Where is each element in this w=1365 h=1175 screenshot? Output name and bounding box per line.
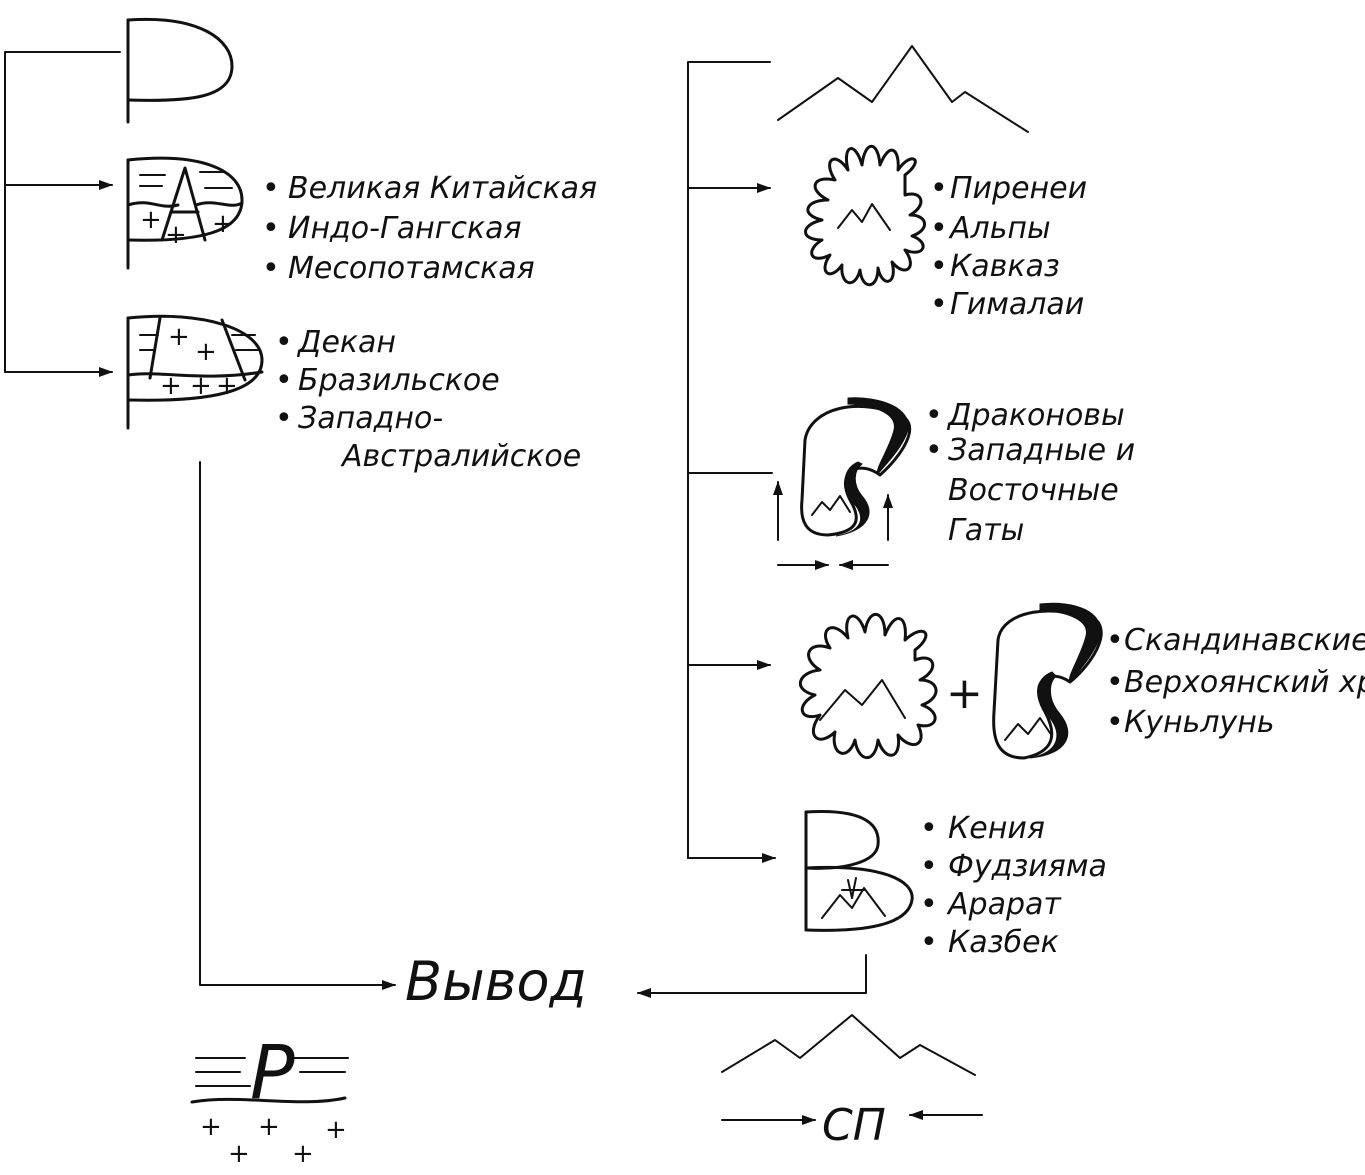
block-item-1: Западные и [948,433,1135,468]
volcanic-item-0: Кения [948,811,1045,846]
platform-a-item-0: Великая Китайская [288,171,597,206]
svg-text:+: + [258,1112,280,1142]
platform-b-item-0: Декан [296,325,396,360]
mixed-plus-sign: + [946,668,983,719]
svg-text:+: + [165,220,187,250]
bullet-a3: • [262,251,280,286]
conclusion-folded-label: СП [822,1100,886,1151]
bullet-b2: • [275,363,293,398]
mixed-folded-icon [798,612,938,760]
mixed-block-icon [992,602,1103,760]
folded-item-1: Альпы [948,211,1051,246]
volcanic-item-3: Казбек [948,925,1059,960]
volcanic-item-1: Фудзияма [948,849,1107,884]
bullet-a2: • [262,211,280,246]
block-mountains-icon [773,397,912,570]
conclusion-platform-letter: Р [250,1030,295,1116]
svg-text:+: + [168,322,190,352]
conclusion-label: Вывод [405,950,587,1013]
mixed-item-0: Скандинавские [1124,623,1365,658]
conclusion-mountains-icon [721,1014,983,1125]
folded-item-2: Кавказ [950,249,1060,284]
platform-a-item-1: Индо-Гангская [288,211,522,246]
platform-b-item-3: Австралийское [340,439,581,474]
volcanic-item-2: Арарат [946,887,1062,922]
bullet-m2: • [1106,665,1124,700]
bullet-a1: • [262,171,280,206]
bullet-m3: • [1106,705,1124,740]
mountains-icon [777,45,1029,133]
bullet-f1: • [930,171,948,206]
block-item-2: Восточные [948,473,1119,508]
bullet-b3: • [275,401,293,436]
block-item-3: Гаты [948,513,1024,548]
bullet-v4: • [920,925,938,960]
svg-text:+: + [325,1115,347,1145]
shield-uplift-icon: + + + + + [126,314,264,430]
left-bracket-connector [4,51,121,377]
platform-b-item-1: Бразильское [298,363,500,398]
bullet-f2: • [930,211,948,246]
svg-text:+: + [140,205,162,235]
svg-text:+: + [195,337,217,367]
bullet-g2: • [925,433,943,468]
bullet-b1: • [275,325,293,360]
bullet-v2: • [920,849,938,884]
bullet-m1: • [1106,623,1124,658]
platform-symbol-icon [126,17,234,124]
svg-text:+: + [212,209,234,239]
bullet-f3: • [930,249,948,284]
svg-text:+: + [160,371,182,401]
folded-item-0: Пиренеи [950,171,1087,206]
block-item-0: Драконовы [946,398,1125,433]
mixed-item-2: Куньлунь [1124,705,1275,740]
left-to-conclusion-connector [199,461,396,990]
conclusion-platform-icon: Р + + + + + [190,1030,349,1169]
svg-text:+: + [292,1139,314,1169]
folded-mountains-icon [804,144,926,287]
bullet-v1: • [920,811,938,846]
bullet-g1: • [925,398,943,433]
right-bracket-connector [687,61,776,863]
bullet-v3: • [920,887,938,922]
mixed-item-1: Верхоянский хр. [1124,665,1365,700]
volcanic-symbol-icon [804,809,914,932]
shield-anticlise-icon: + + + [126,156,244,270]
svg-text:+: + [228,1139,250,1169]
svg-text:+: + [190,371,212,401]
platform-b-item-2: Западно- [298,401,443,436]
svg-text:+: + [200,1112,222,1142]
platform-a-item-2: Месопотамская [288,251,535,286]
folded-item-3: Гималаи [950,287,1084,322]
right-to-conclusion-connector [637,954,867,998]
bullet-f4: • [930,287,948,322]
svg-text:+: + [216,371,238,401]
